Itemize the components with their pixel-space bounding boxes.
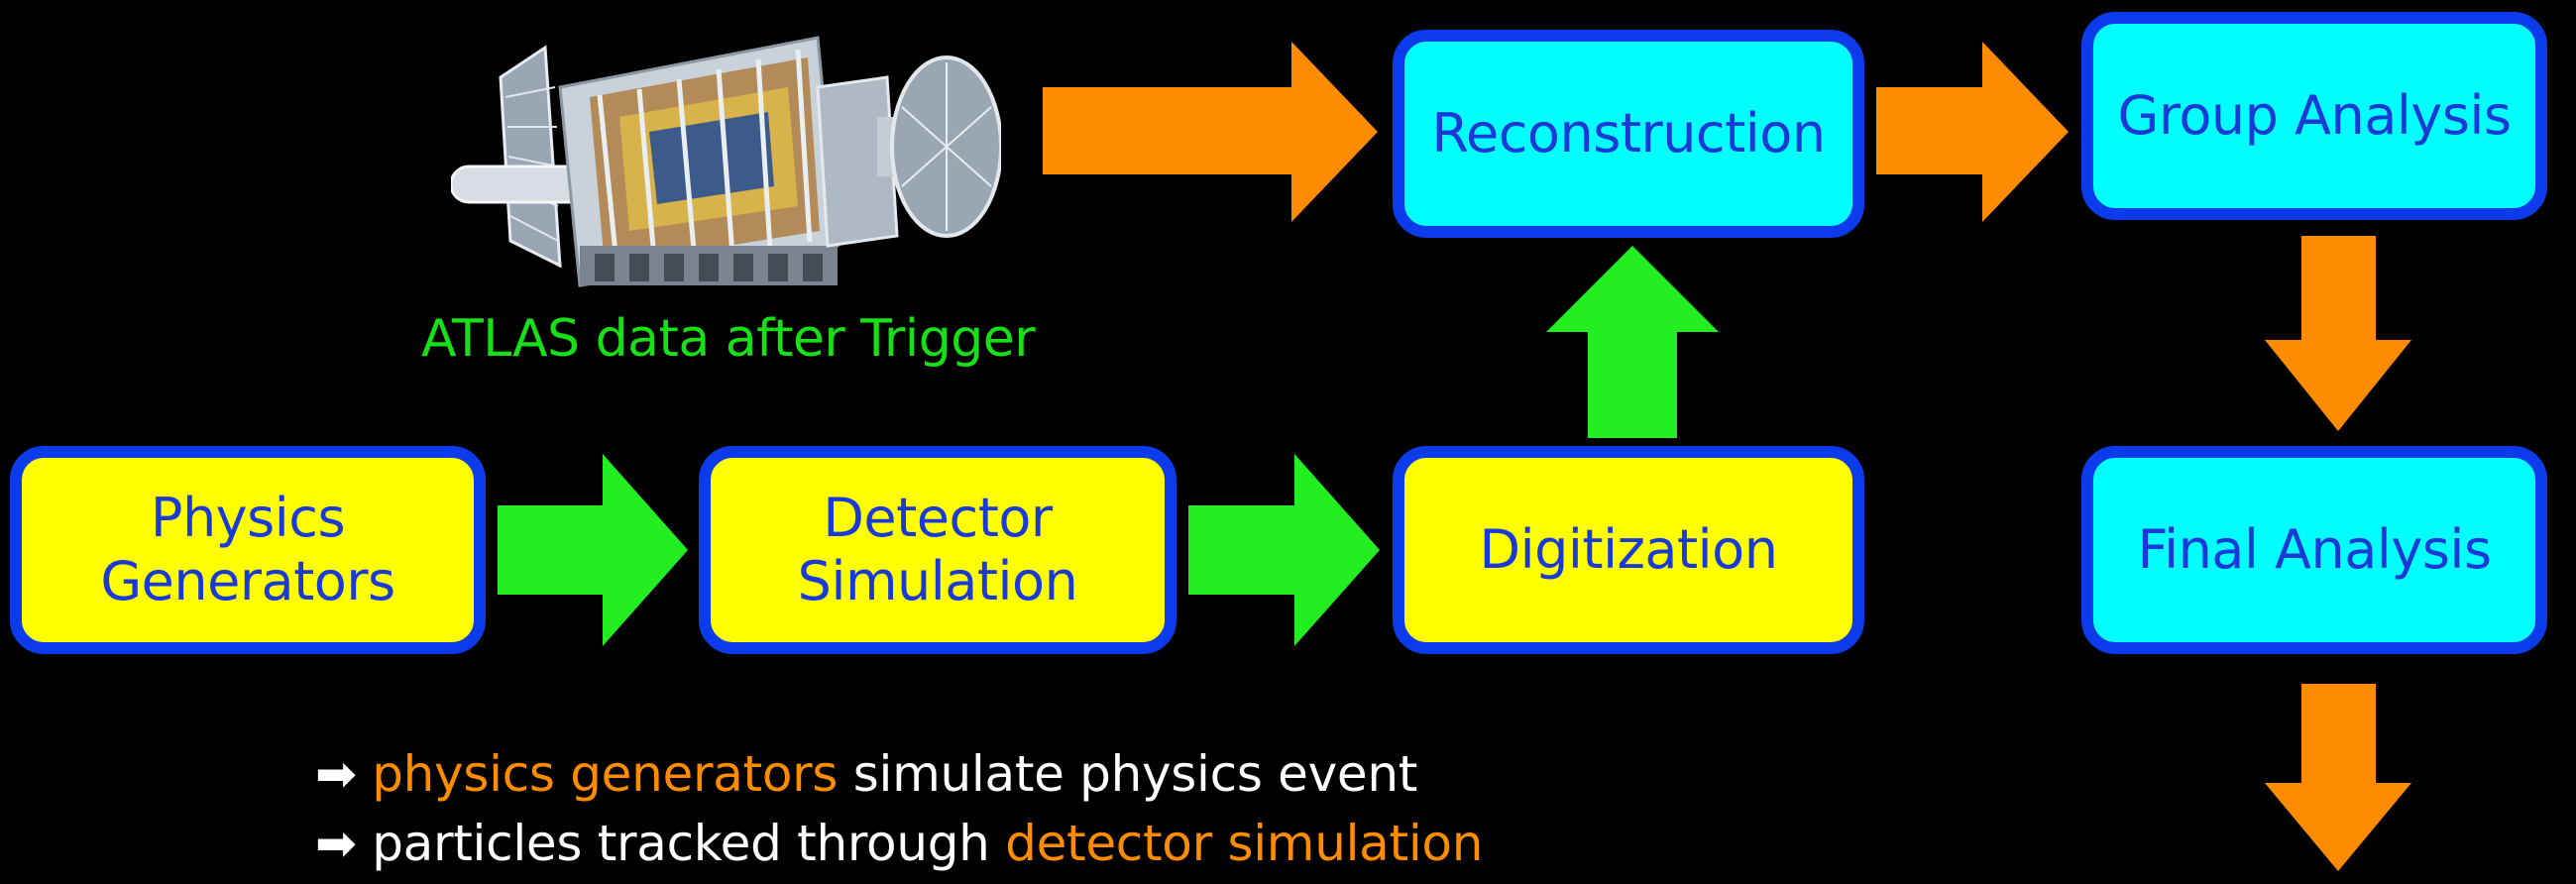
bullet-arrow-icon: ➡ — [315, 815, 357, 872]
detector-simulation-label: Detector Simulation — [797, 487, 1078, 612]
arrow-group-to-final-analysis — [2265, 236, 2411, 431]
bullet-item: ➡ particles tracked through detector sim… — [315, 815, 1483, 884]
reconstruction-box[interactable]: Reconstruction — [1393, 30, 1864, 238]
bullet-list: ➡ physics generators simulate physics ev… — [315, 745, 1483, 884]
group-analysis-label: Group Analysis — [2117, 84, 2512, 148]
bullet-text: simulate physics event — [838, 745, 1418, 803]
arrow-reconstruction-to-group-analysis — [1876, 42, 2069, 222]
bullet-item: ➡ physics generators simulate physics ev… — [315, 745, 1483, 815]
arrow-generators-to-simulation — [498, 454, 688, 646]
detector-simulation-box[interactable]: Detector Simulation — [699, 446, 1176, 654]
arrow-final-analysis-down — [2265, 684, 2411, 871]
reconstruction-label: Reconstruction — [1431, 102, 1826, 166]
bullet-text: particles tracked through — [372, 815, 1006, 872]
final-analysis-box[interactable]: Final Analysis — [2081, 446, 2547, 654]
bullet-arrow-icon: ➡ — [315, 745, 357, 803]
group-analysis-box[interactable]: Group Analysis — [2081, 12, 2547, 220]
physics-generators-box[interactable]: Physics Generators — [10, 446, 486, 654]
digitization-label: Digitization — [1479, 518, 1778, 582]
atlas-detector-image — [451, 36, 1001, 287]
physics-generators-label: Physics Generators — [100, 487, 395, 612]
atlas-caption: ATLAS data after Trigger — [421, 309, 1036, 369]
arrow-detector-to-reconstruction — [1043, 42, 1378, 222]
bullet-highlight: detector simulation — [1005, 815, 1484, 872]
arrow-simulation-to-digitization — [1188, 454, 1380, 646]
digitization-box[interactable]: Digitization — [1393, 446, 1864, 654]
arrow-digitization-to-reconstruction — [1546, 246, 1719, 438]
final-analysis-label: Final Analysis — [2137, 518, 2492, 582]
bullet-highlight: physics generators — [372, 745, 839, 803]
detector-endcap-right — [816, 55, 1001, 248]
